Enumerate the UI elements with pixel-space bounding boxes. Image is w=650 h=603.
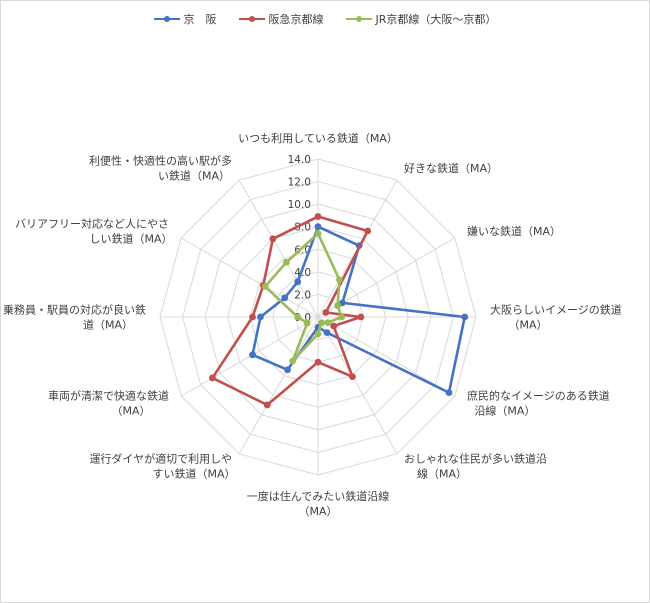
category-label: い鉄道（MA） <box>158 169 230 183</box>
data-point[interactable] <box>349 373 356 381</box>
data-point[interactable] <box>314 213 322 220</box>
data-point[interactable] <box>249 351 256 359</box>
data-point[interactable] <box>283 258 290 266</box>
legend-marker-keihan <box>153 14 180 24</box>
tick-label: 6.0 <box>294 244 311 256</box>
legend-label-jr: JR京都線（大阪～京都） <box>375 13 497 26</box>
category-label: （MA） <box>112 405 151 418</box>
category-label: 一度は住んでみたい鉄道沿線 <box>247 489 389 503</box>
data-point[interactable] <box>314 223 322 231</box>
legend-marker-hankyu <box>238 14 265 24</box>
category-label: 線（MA） <box>417 466 467 480</box>
category-label: 車両が清潔で快適な鉄道 <box>48 389 169 403</box>
legend-item-hankyu[interactable]: 阪急京都線 <box>238 10 324 28</box>
category-label: 庶民的なイメージのある鉄道 <box>467 389 610 403</box>
data-point[interactable] <box>364 227 372 235</box>
data-point[interactable] <box>445 389 453 397</box>
category-label: しい鉄道（MA） <box>90 232 173 246</box>
category-label: 利便性・快適性の高い駅が多 <box>89 154 232 168</box>
data-point[interactable] <box>314 358 322 366</box>
data-point[interactable] <box>284 366 291 374</box>
category-label: おしゃれな住民が多い鉄道沿 <box>404 451 547 465</box>
category-label: 乗務員・駅員の対応が良い鉄 <box>3 303 146 317</box>
data-point[interactable] <box>263 401 271 409</box>
legend-label-hankyu: 阪急京都線 <box>268 13 324 26</box>
legend-label-keihan: 京 阪 <box>183 13 217 26</box>
category-label: 嫌いな鉄道（MA） <box>467 224 561 238</box>
data-point[interactable] <box>294 278 302 286</box>
spoke-line <box>180 237 319 318</box>
tick-label: 2.0 <box>294 289 311 301</box>
spoke-line <box>238 179 319 318</box>
category-label: （MA） <box>298 505 337 518</box>
data-point[interactable] <box>323 329 331 337</box>
tick-label: 8.0 <box>294 222 311 234</box>
category-label: 運行ダイヤが適切で利用しや <box>89 451 232 465</box>
data-point[interactable] <box>324 319 332 327</box>
tick-label: 10.0 <box>288 199 311 211</box>
data-point[interactable] <box>330 322 338 330</box>
data-point[interactable] <box>281 294 289 302</box>
data-point[interactable] <box>334 302 341 310</box>
tick-label: 4.0 <box>294 267 311 279</box>
data-point[interactable] <box>269 235 277 243</box>
data-point[interactable] <box>249 313 256 321</box>
data-point[interactable] <box>314 230 322 237</box>
data-point[interactable] <box>294 313 302 321</box>
data-point[interactable] <box>261 283 269 290</box>
category-label: いつも利用している鉄道（MA） <box>238 131 398 145</box>
data-point[interactable] <box>209 374 216 382</box>
data-point[interactable] <box>314 330 322 338</box>
category-label: 好きな鉄道（MA） <box>404 161 498 175</box>
category-label: 大阪らしいイメージの鉄道 <box>490 303 622 317</box>
series-line-0[interactable] <box>251 225 467 394</box>
data-point[interactable] <box>322 309 330 316</box>
category-label: バリアフリー対応など人にやさ <box>15 217 169 231</box>
legend-item-keihan[interactable]: 京 阪 <box>153 10 217 28</box>
legend-marker-jr <box>345 14 372 24</box>
data-point[interactable] <box>289 357 297 365</box>
data-point[interactable] <box>303 319 311 327</box>
category-label: （MA） <box>508 319 547 332</box>
tick-label: 14.0 <box>288 154 311 166</box>
data-point[interactable] <box>257 313 264 321</box>
category-label: 沿線（MA） <box>474 404 535 418</box>
data-point[interactable] <box>357 313 365 321</box>
spoke-line <box>238 316 319 455</box>
tick-label: 12.0 <box>288 177 311 189</box>
legend-item-jr[interactable]: JR京都線（大阪～京都） <box>345 10 497 28</box>
category-label: 道（MA） <box>83 318 133 332</box>
legend: 京 阪 阪急京都線 JR京都線（大阪～京都） <box>0 10 650 28</box>
data-point[interactable] <box>338 313 346 321</box>
spoke-line <box>317 316 398 455</box>
data-point[interactable] <box>336 276 343 284</box>
category-label: すい鉄道（MA） <box>152 466 235 480</box>
data-point[interactable] <box>317 319 325 327</box>
data-point[interactable] <box>461 313 469 321</box>
